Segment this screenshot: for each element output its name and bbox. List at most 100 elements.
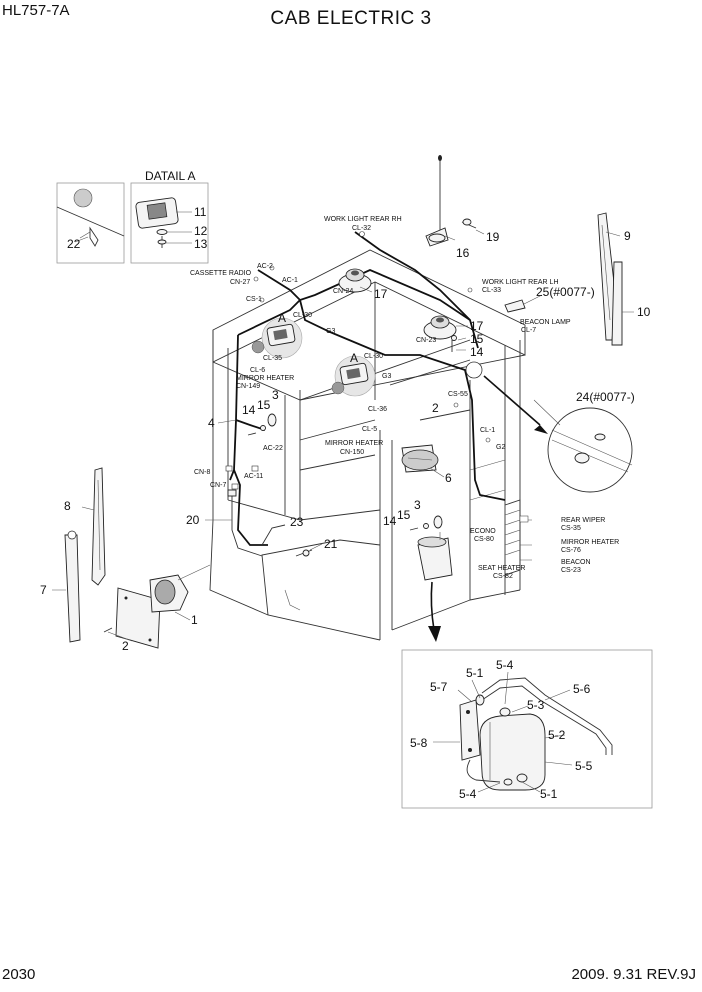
callout-a2: A bbox=[350, 351, 358, 365]
wiper-motor bbox=[115, 564, 211, 649]
callout-19: 19 bbox=[486, 230, 500, 244]
callout-15: 15 bbox=[470, 332, 484, 346]
callout-5-7: 5-7 bbox=[430, 680, 448, 694]
label-cl36: CL-36 bbox=[368, 406, 387, 413]
room-lamp-2 bbox=[334, 355, 376, 397]
antenna bbox=[425, 155, 449, 247]
callout-17: 17 bbox=[374, 287, 388, 301]
page-number: 2030 bbox=[2, 966, 36, 983]
label-cs80: CS-80 bbox=[474, 536, 494, 543]
callout-3b: 3 bbox=[414, 498, 421, 512]
callout-a1: A bbox=[278, 311, 286, 325]
callout-6: 6 bbox=[445, 471, 452, 485]
label-beacon: BEACON bbox=[561, 559, 591, 566]
fasteners-right bbox=[451, 335, 457, 352]
rear-connector-bank bbox=[504, 499, 532, 576]
callout-4: 4 bbox=[208, 416, 215, 430]
callout-2b: 2 bbox=[122, 639, 129, 653]
detail-a-title: DATAIL A bbox=[145, 169, 195, 183]
label-seat-heater: SEAT HEATER bbox=[478, 565, 525, 572]
washer-tank bbox=[417, 532, 453, 581]
label-cl5: CL-5 bbox=[362, 426, 377, 433]
label-work-light-rear-rh: WORK LIGHT REAR RH bbox=[324, 216, 402, 223]
detail-circle-24 bbox=[465, 361, 633, 493]
label-cs76: CS-76 bbox=[561, 547, 581, 554]
callout-15b: 15 bbox=[257, 398, 271, 412]
callout-3: 3 bbox=[272, 388, 279, 402]
tank-detail-arrow bbox=[430, 581, 435, 631]
rear-wiper-arm bbox=[611, 261, 623, 346]
callout-20: 20 bbox=[186, 513, 200, 527]
leader-lines bbox=[52, 229, 634, 642]
harness-20-plug bbox=[227, 489, 237, 497]
label-cn24: CN-24 bbox=[333, 288, 353, 295]
label-ac1: AC-1 bbox=[282, 277, 298, 284]
callout-10: 10 bbox=[637, 305, 651, 319]
label-work-light-rear-lh: WORK LIGHT REAR LH bbox=[482, 279, 559, 286]
label-cl30-b: CL-30 bbox=[364, 353, 383, 360]
callout-21: 21 bbox=[324, 537, 338, 551]
grille-1 bbox=[251, 340, 265, 354]
work-light-rear-lh bbox=[504, 299, 526, 313]
label-cassette-radio: CASSETTE RADIO bbox=[190, 270, 252, 277]
label-cl35: CL-35 bbox=[263, 355, 282, 362]
callout-5-1a: 5-1 bbox=[466, 666, 484, 680]
connector-tags bbox=[225, 231, 491, 490]
revision-date: 2009. 9.31 REV.9J bbox=[571, 966, 696, 983]
fasteners-left bbox=[247, 413, 277, 436]
label-cn150: CN-150 bbox=[340, 449, 364, 456]
washer-detail-box bbox=[401, 649, 653, 809]
label-cl7: CL-7 bbox=[521, 327, 536, 334]
wiring-harness bbox=[229, 231, 506, 546]
label-cn23: CN-23 bbox=[416, 337, 436, 344]
label-econo: ECONO bbox=[470, 528, 496, 535]
callout-7: 7 bbox=[40, 583, 47, 597]
page-title: CAB ELECTRIC 3 bbox=[270, 8, 432, 29]
label-g3-a: G3 bbox=[326, 328, 335, 335]
label-cs23: CS-23 bbox=[561, 567, 581, 574]
label-mirror-heater-2: MIRROR HEATER bbox=[325, 440, 383, 447]
label-cn149: CN-149 bbox=[236, 383, 260, 390]
label-cn7: CN-7 bbox=[210, 482, 226, 489]
callout-11: 11 bbox=[194, 205, 207, 219]
callout-9: 9 bbox=[624, 229, 631, 243]
callout-17b: 17 bbox=[470, 319, 484, 333]
label-beacon-lamp: BEACON LAMP bbox=[520, 319, 571, 326]
front-wiper-arm bbox=[64, 530, 81, 643]
label-g2: G2 bbox=[496, 444, 505, 451]
callout-14c: 14 bbox=[383, 514, 397, 528]
callout-5-1b: 5-1 bbox=[540, 787, 558, 801]
callout-5-5: 5-5 bbox=[575, 759, 593, 773]
callout-8: 8 bbox=[64, 499, 71, 513]
bolt-19-head bbox=[462, 218, 472, 226]
label-cl33: CL-33 bbox=[482, 287, 501, 294]
callout-2: 2 bbox=[432, 401, 439, 415]
callout-5-3: 5-3 bbox=[527, 698, 545, 712]
label-rear-wiper: REAR WIPER bbox=[561, 517, 605, 524]
label-g3-b: G3 bbox=[382, 373, 391, 380]
label-cl6: CL-6 bbox=[250, 367, 265, 374]
tank-detail-arrow-head bbox=[428, 626, 441, 642]
label-mirror-heater-1: MIRROR HEATER bbox=[236, 375, 294, 382]
label-cs55: CS-55 bbox=[448, 391, 468, 398]
label-ac11: AC-11 bbox=[244, 473, 263, 480]
label-cs82: CS-82 bbox=[493, 573, 513, 580]
callout-5-2: 5-2 bbox=[548, 728, 566, 742]
label-ac2: AC-2 bbox=[257, 263, 273, 270]
label-cl1: CL-1 bbox=[480, 427, 495, 434]
screw-2 bbox=[103, 627, 113, 633]
callout-5-4b: 5-4 bbox=[459, 787, 477, 801]
fasteners-tank bbox=[409, 515, 443, 531]
label-mirror-heater-3: MIRROR HEATER bbox=[561, 539, 619, 546]
callout-23: 23 bbox=[290, 515, 304, 529]
label-cl32: CL-32 bbox=[352, 225, 371, 232]
label-cn8: CN-8 bbox=[194, 469, 210, 476]
callout-15c: 15 bbox=[397, 508, 411, 522]
cab-frame bbox=[209, 249, 526, 641]
callout-5-8: 5-8 bbox=[410, 736, 428, 750]
callout-16: 16 bbox=[456, 246, 470, 260]
speaker-left bbox=[338, 268, 372, 293]
label-cn27: CN-27 bbox=[230, 279, 250, 286]
label-ac22: AC-22 bbox=[263, 445, 283, 452]
